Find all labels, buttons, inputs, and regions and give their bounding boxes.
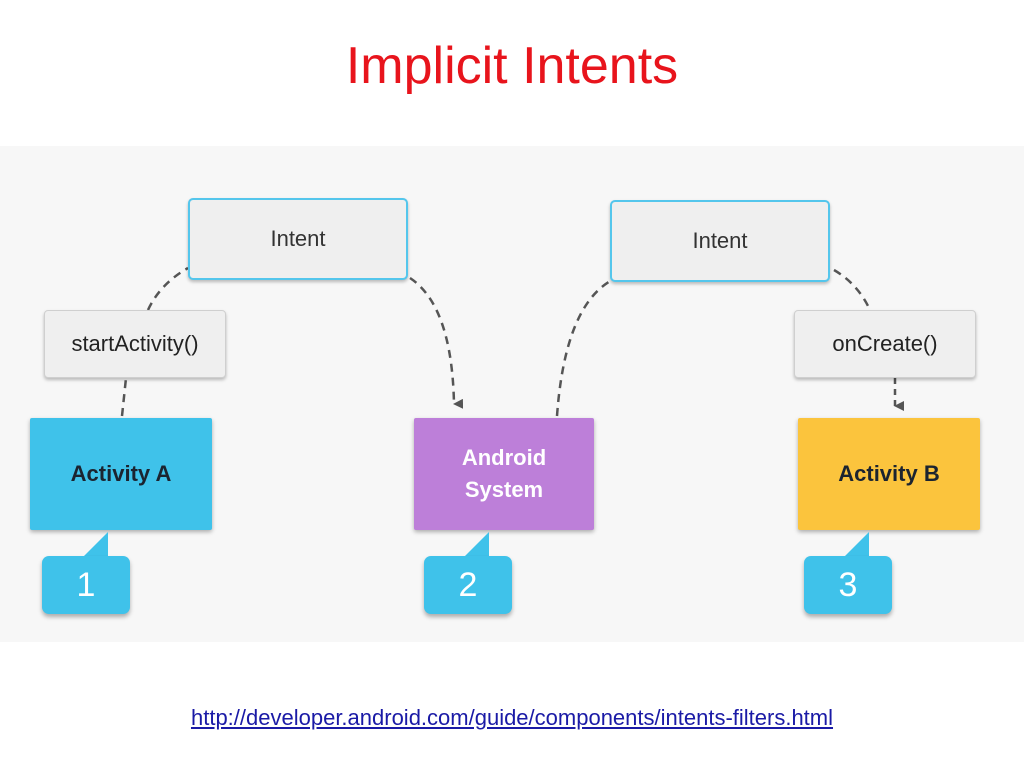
intent-diagram: Intent Intent startActivity() onCreate()… (0, 146, 1024, 642)
on-create-box: onCreate() (794, 310, 976, 378)
intent-box-left: Intent (188, 198, 408, 280)
step-1-number: 1 (76, 565, 96, 604)
connector-intent-to-android-system (409, 276, 464, 409)
slide-title: Implicit Intents (345, 37, 679, 95)
step-2-number: 2 (458, 565, 478, 604)
step-1-bubble: 1 (42, 556, 130, 614)
connector-startactivity-to-intent (146, 266, 189, 311)
source-link[interactable]: http://developer.android.com/guide/compo… (190, 705, 834, 730)
connector-android-system-to-intent (555, 278, 613, 417)
connector-intent-to-oncreate (833, 268, 872, 311)
start-activity-box: startActivity() (44, 310, 226, 378)
step-3-number: 3 (838, 565, 858, 604)
android-system-box: Android System (414, 418, 594, 530)
step-3-bubble-tail (843, 532, 869, 558)
step-2-bubble-tail (463, 532, 489, 558)
step-1-bubble-tail (82, 532, 108, 558)
connector-activity-a-to-startactivity (120, 377, 128, 417)
activity-a-box: Activity A (30, 418, 212, 530)
connector-lines (120, 266, 904, 417)
step-3-bubble: 3 (804, 556, 892, 614)
intent-box-right: Intent (610, 200, 830, 282)
activity-b-box: Activity B (798, 418, 980, 530)
step-2-bubble: 2 (424, 556, 512, 614)
